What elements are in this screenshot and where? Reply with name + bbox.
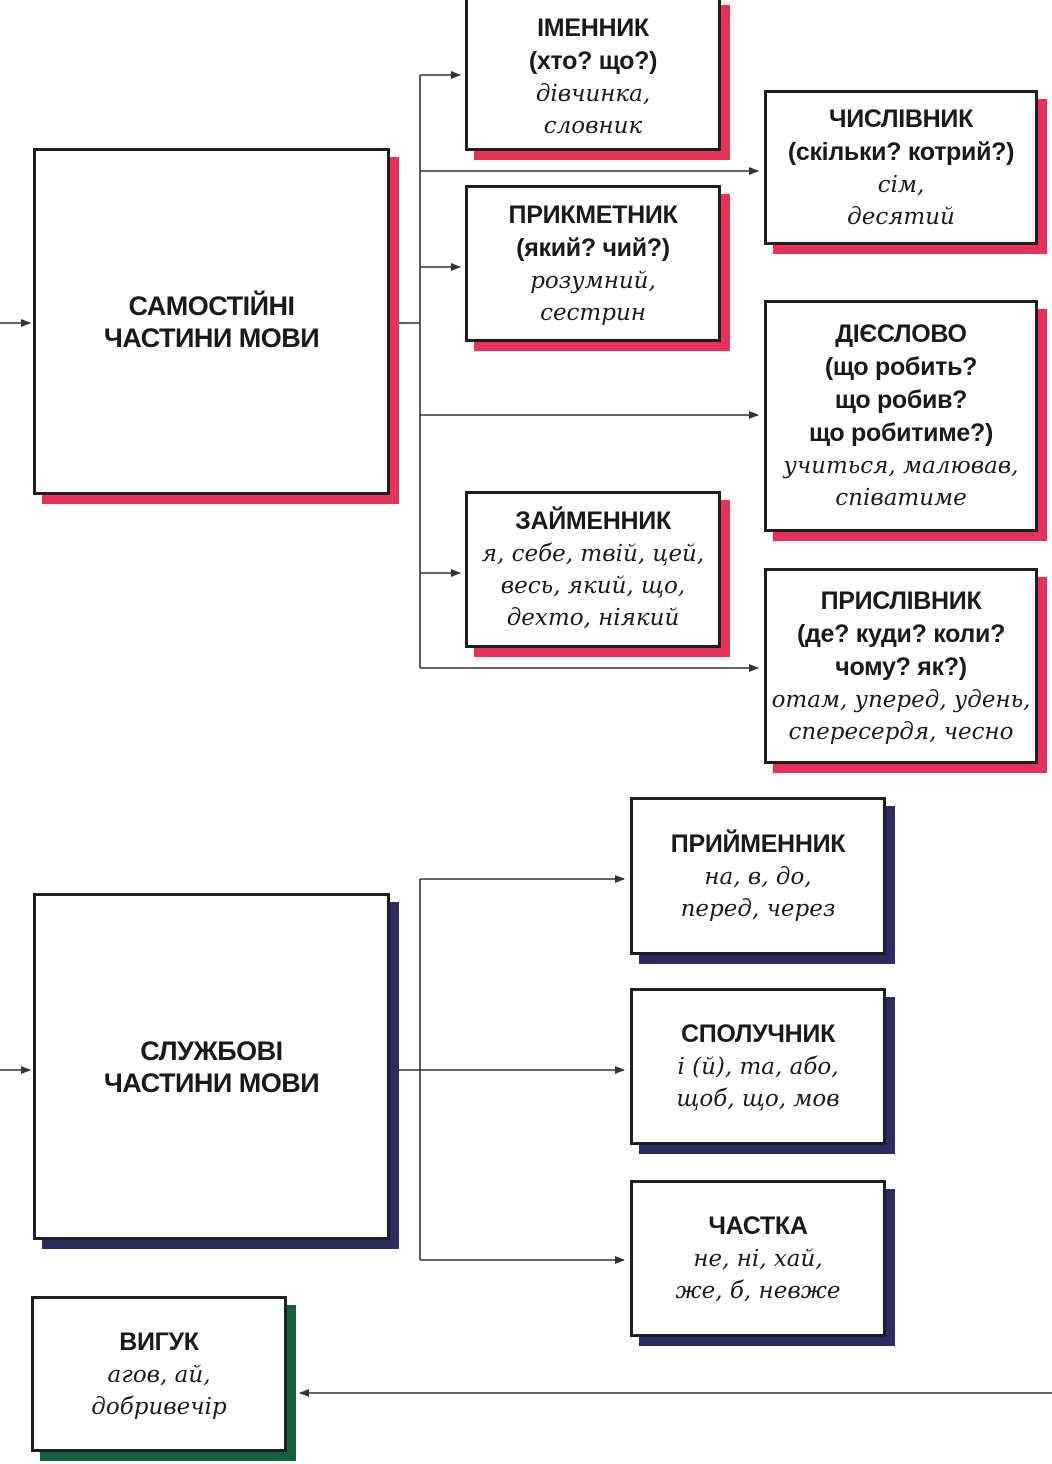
adverb-example-2: спересердя, чесно bbox=[788, 718, 1014, 745]
independent-parts-box: САМОСТІЙНІ ЧАСТИНИ МОВИ bbox=[33, 148, 390, 495]
particle-example-1: не, ні, хай, bbox=[693, 1246, 823, 1272]
auxiliary-title-line1: СЛУЖБОВІ bbox=[140, 1035, 283, 1066]
interjection-box: ВИГУК агов, ай, добривечір bbox=[31, 1296, 287, 1452]
pronoun-example-3: дехто, ніякий bbox=[506, 605, 680, 631]
preposition-example-2: перед, через bbox=[680, 895, 836, 922]
numeral-example-1: сім, bbox=[877, 171, 925, 198]
verb-example-1: учиться, малював, bbox=[783, 453, 1019, 479]
adverb-example-1: отам, уперед, удень, bbox=[771, 686, 1031, 713]
noun-title: ІМЕННИК bbox=[537, 13, 649, 42]
auxiliary-title-line2: ЧАСТИНИ МОВИ bbox=[103, 1067, 320, 1098]
adjective-box: ПРИКМЕТНИК (який? чий?) розумний, сестри… bbox=[465, 185, 721, 342]
interjection-example-1: агов, ай, bbox=[107, 1361, 211, 1388]
pronoun-box: ЗАЙМЕННИК я, себе, твій, цей, весь, який… bbox=[465, 491, 721, 648]
conjunction-example-1: і (й), та, або, bbox=[677, 1054, 839, 1080]
independent-title-line2: ЧАСТИНИ МОВИ bbox=[103, 322, 320, 353]
conjunction-box: СПОЛУЧНИК і (й), та, або, щоб, що, мов bbox=[630, 988, 886, 1145]
adjective-example-2: сестрин bbox=[540, 299, 646, 326]
adverb-box: ПРИСЛІВНИК (де? куди? коли? чому? як?) о… bbox=[764, 568, 1038, 764]
verb-example-2: співатиме bbox=[835, 485, 967, 511]
particle-box: ЧАСТКА не, ні, хай, же, б, невже bbox=[630, 1180, 886, 1337]
noun-example-1: дівчинка, bbox=[535, 80, 651, 107]
auxiliary-parts-box: СЛУЖБОВІ ЧАСТИНИ МОВИ bbox=[33, 893, 390, 1240]
pronoun-example-1: я, себе, твій, цей, bbox=[481, 541, 705, 567]
numeral-question: (скільки? котрий?) bbox=[787, 137, 1015, 166]
particle-title: ЧАСТКА bbox=[708, 1212, 808, 1240]
conjunction-title: СПОЛУЧНИК bbox=[680, 1020, 836, 1048]
particle-example-2: же, б, невже bbox=[675, 1278, 841, 1304]
adverb-question-1: (де? куди? коли? bbox=[796, 619, 1006, 648]
adjective-title: ПРИКМЕТНИК bbox=[508, 200, 678, 229]
verb-question-2: що робив? bbox=[834, 386, 968, 414]
adverb-title: ПРИСЛІВНИК bbox=[820, 586, 982, 615]
verb-question-1: (що робить? bbox=[824, 353, 978, 381]
conjunction-example-2: щоб, що, мов bbox=[676, 1086, 840, 1112]
adjective-example-1: розумний, bbox=[530, 267, 656, 294]
adjective-question: (який? чий?) bbox=[516, 233, 670, 262]
verb-title: ДІЄСЛОВО bbox=[835, 320, 967, 348]
numeral-box: ЧИСЛІВНИК (скільки? котрий?) сім, десяти… bbox=[764, 90, 1038, 245]
noun-question: (хто? що?) bbox=[528, 46, 658, 75]
preposition-example-1: на, в, до, bbox=[704, 863, 812, 890]
preposition-title: ПРИЙМЕННИК bbox=[670, 829, 846, 858]
pronoun-title: ЗАЙМЕННИК bbox=[515, 507, 671, 535]
interjection-example-2: добривечір bbox=[91, 1393, 227, 1420]
verb-box: ДІЄСЛОВО (що робить? що робив? що робити… bbox=[764, 300, 1038, 532]
noun-box: ІМЕННИК (хто? що?) дівчинка, словник bbox=[465, 0, 721, 151]
noun-example-2: словник bbox=[543, 112, 643, 139]
pronoun-example-2: весь, який, що, bbox=[500, 573, 686, 599]
interjection-title: ВИГУК bbox=[119, 1327, 199, 1356]
verb-question-3: що робитиме?) bbox=[808, 419, 994, 447]
numeral-example-2: десятий bbox=[847, 203, 955, 230]
independent-title-line1: САМОСТІЙНІ bbox=[128, 290, 295, 321]
numeral-title: ЧИСЛІВНИК bbox=[828, 104, 974, 133]
preposition-box: ПРИЙМЕННИК на, в, до, перед, через bbox=[630, 797, 886, 955]
adverb-question-2: чому? як?) bbox=[835, 652, 967, 681]
